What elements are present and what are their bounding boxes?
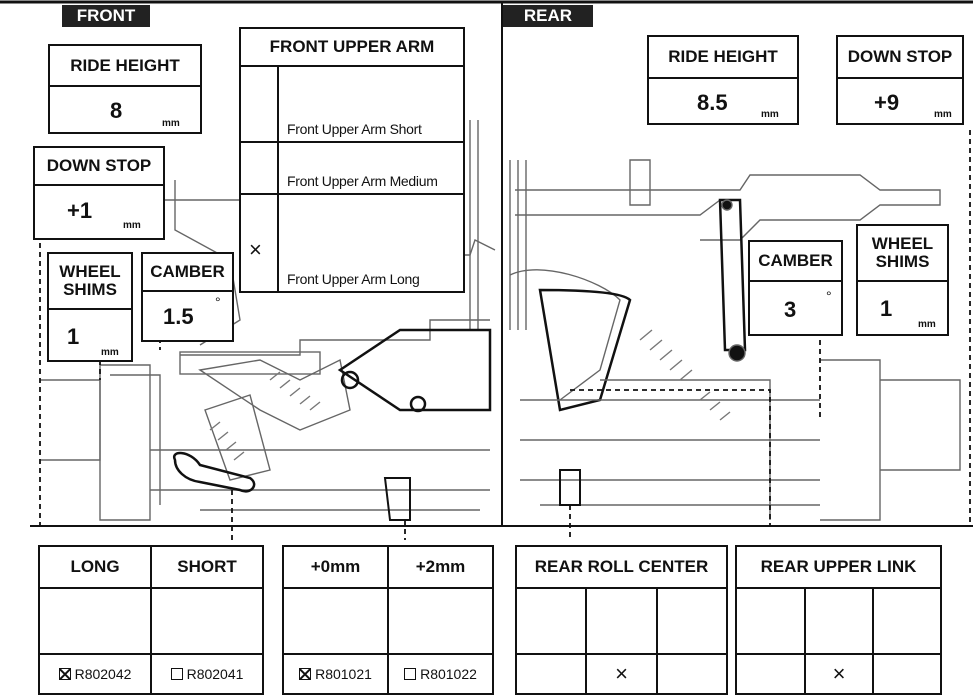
rear-camber-value: 3 (784, 297, 797, 322)
front-camber-unit: ° (215, 294, 221, 310)
front-camber-label: CAMBER (143, 254, 232, 292)
rear-ride-height-box: RIDE HEIGHT 8.5 mm (647, 35, 799, 125)
rear-ride-height-value: 8.5 (697, 90, 728, 115)
rear-camber-label: CAMBER (750, 242, 841, 282)
front-wheel-shims-label: WHEEL SHIMS (49, 254, 131, 310)
spacer-option-2mm[interactable]: R801022 (389, 655, 492, 693)
front-camber-value: 1.5 (163, 304, 194, 329)
front-upper-arm-selected-mark: × (249, 237, 262, 262)
front-upper-arm-long-label: Front Upper Arm Long (287, 271, 420, 287)
rear-tab: REAR (503, 5, 593, 27)
part-code: R802042 (74, 666, 132, 682)
rear-wheel-shims-unit: mm (918, 319, 936, 330)
rear-ride-height-label: RIDE HEIGHT (649, 37, 797, 79)
front-upper-arm-table: FRONT UPPER ARM Front Upper Arm Short Fr… (239, 27, 465, 293)
part-code: R801022 (420, 666, 477, 682)
front-wheel-shims-unit: mm (101, 347, 119, 358)
front-wheel-shims-box: WHEEL SHIMS 1 mm (47, 252, 133, 362)
front-upper-arm-title: FRONT UPPER ARM (241, 29, 463, 67)
arm-length-header-short: SHORT (177, 557, 237, 576)
rear-wheel-shims-box: WHEEL SHIMS 1 mm (856, 224, 949, 336)
arm-length-table: LONG SHORT R802042 R802041 (38, 545, 264, 695)
spacer-header-2mm: +2mm (415, 557, 466, 576)
front-down-stop-unit: mm (123, 220, 141, 231)
front-wheel-shims-value: 1 (67, 324, 80, 349)
front-ride-height-unit: mm (162, 118, 180, 129)
front-down-stop-box: DOWN STOP +1 mm (33, 146, 165, 240)
rear-wheel-shims-label: WHEEL SHIMS (858, 226, 947, 282)
arm-length-option-long[interactable]: R802042 (40, 655, 150, 693)
rear-camber-unit: ° (826, 288, 832, 304)
rear-down-stop-unit: mm (934, 109, 952, 120)
rear-down-stop-label: DOWN STOP (838, 37, 962, 79)
rear-upper-link-title: REAR UPPER LINK (760, 557, 917, 576)
front-ride-height-label: RIDE HEIGHT (50, 46, 200, 87)
front-ride-height-value: 8 (110, 98, 123, 123)
rear-camber-box: CAMBER 3 ° (748, 240, 843, 336)
checkbox-checked-icon[interactable] (299, 668, 312, 680)
front-upper-arm-short-label: Front Upper Arm Short (287, 121, 422, 137)
checkbox-empty-icon[interactable] (404, 668, 417, 680)
rear-roll-center-selected-mark: × (615, 661, 628, 686)
rear-ride-height-unit: mm (761, 109, 779, 120)
front-down-stop-label: DOWN STOP (35, 148, 163, 186)
front-ride-height-box: RIDE HEIGHT 8 mm (48, 44, 202, 134)
front-upper-arm-medium-label: Front Upper Arm Medium (287, 173, 438, 189)
part-code: R801021 (315, 666, 372, 682)
checkbox-empty-icon[interactable] (170, 668, 183, 680)
rear-down-stop-box: DOWN STOP +9 mm (836, 35, 964, 125)
rear-upper-link-table: REAR UPPER LINK × (735, 545, 942, 695)
checkbox-checked-icon[interactable] (58, 668, 71, 680)
front-tab: FRONT (62, 5, 150, 27)
rear-wheel-shims-value: 1 (880, 296, 893, 321)
rear-roll-center-table: REAR ROLL CENTER × (515, 545, 728, 695)
front-down-stop-value: +1 (67, 198, 93, 223)
spacer-table: +0mm +2mm R801021 R801022 (282, 545, 494, 695)
arm-length-header-long: LONG (70, 557, 120, 576)
rear-down-stop-value: +9 (874, 90, 900, 115)
rear-upper-link-selected-mark: × (832, 661, 846, 686)
rear-roll-center-title: REAR ROLL CENTER (534, 557, 709, 576)
front-camber-box: CAMBER 1.5 ° (141, 252, 234, 342)
arm-length-option-short[interactable]: R802041 (152, 655, 262, 693)
spacer-header-0mm: +0mm (310, 557, 361, 576)
part-code: R802041 (186, 666, 244, 682)
spacer-option-0mm[interactable]: R801021 (284, 655, 387, 693)
